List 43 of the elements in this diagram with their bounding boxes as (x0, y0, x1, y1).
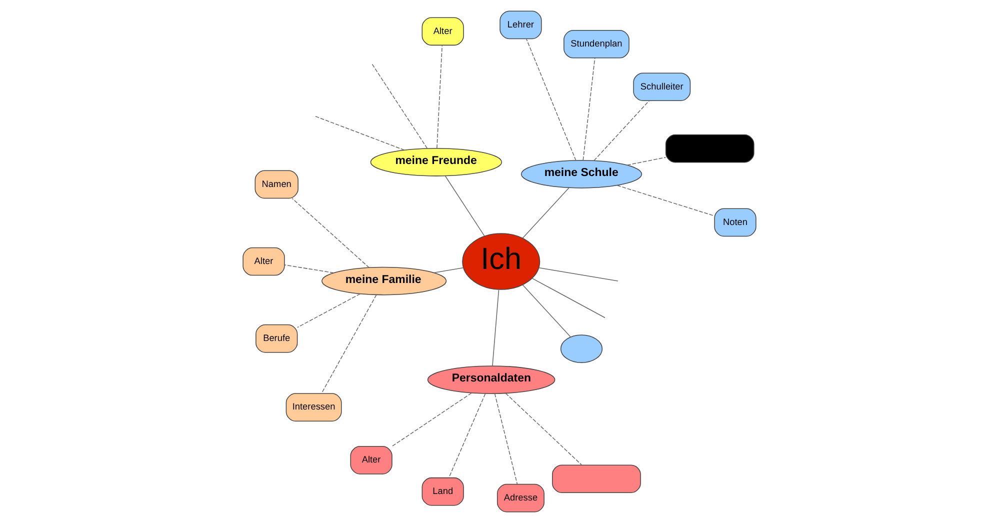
connector (436, 44, 442, 149)
node-ellipse (560, 334, 602, 363)
node-box: Alter (242, 247, 284, 276)
connector (538, 267, 618, 282)
node-ellipse: meine Familie (321, 266, 446, 296)
node-box: Land (421, 477, 464, 506)
connector (522, 284, 570, 338)
node-box: Schulleiter (632, 72, 690, 102)
connector (504, 392, 582, 466)
connector (526, 38, 576, 161)
node-ellipse: meine Freunde (370, 148, 502, 176)
connector (582, 58, 595, 161)
connector (531, 278, 605, 318)
node-box (664, 134, 754, 163)
connector (616, 185, 714, 216)
connector (284, 264, 334, 274)
node-box: Alter (421, 17, 464, 46)
connector (494, 393, 518, 484)
connector (370, 62, 428, 149)
node-box: Berufe (255, 324, 298, 353)
node-box (552, 464, 640, 494)
connector (593, 100, 650, 161)
node-box: Namen (254, 170, 298, 199)
connector (391, 392, 472, 447)
node-box: Interessen (285, 393, 342, 422)
node-box: Lehrer (499, 10, 542, 40)
node-box: Adresse (496, 484, 544, 512)
connector (291, 198, 369, 268)
connector (320, 294, 376, 394)
connector (492, 289, 499, 366)
node-ellipse: Personaldaten (426, 366, 555, 394)
node-box: Alter (350, 446, 392, 474)
node-ellipse: Ich (462, 233, 540, 290)
connector (296, 293, 360, 328)
node-ellipse: meine Schule (520, 160, 642, 188)
connector (522, 187, 569, 238)
connector (432, 267, 464, 274)
node-box: Noten (714, 208, 756, 237)
connector (626, 156, 666, 166)
connector (448, 393, 486, 478)
connector (313, 115, 404, 150)
connector (444, 176, 484, 236)
node-box: Stundenplan (563, 30, 629, 58)
